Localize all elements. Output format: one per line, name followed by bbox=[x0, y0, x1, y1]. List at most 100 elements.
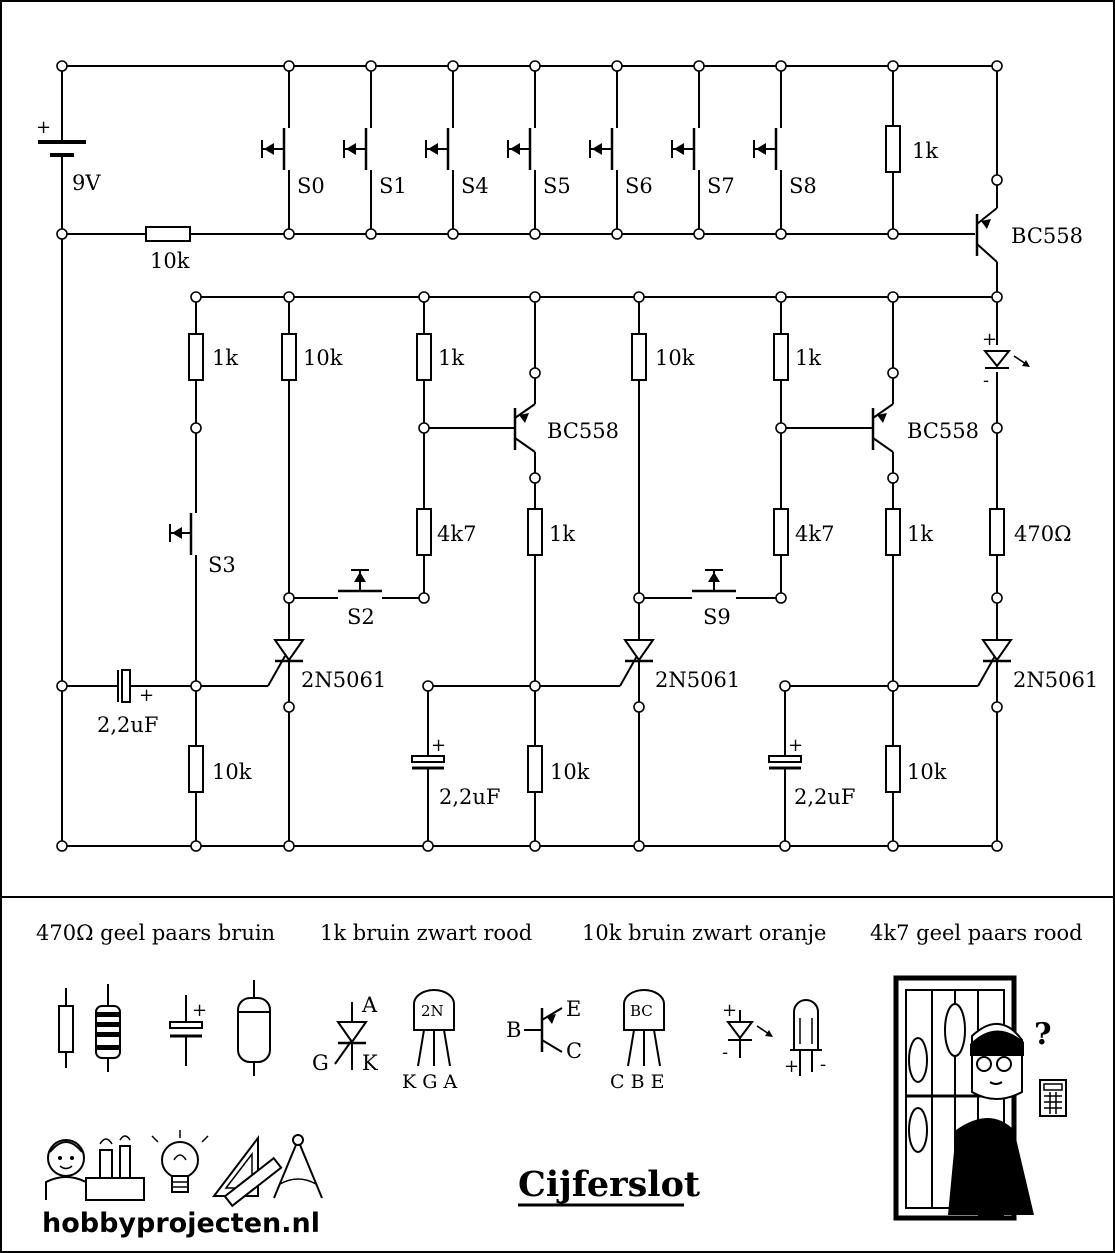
label-r10k-c: 10k bbox=[212, 760, 252, 784]
resistor-4k7-a bbox=[416, 508, 432, 556]
label-r10k-e: 10k bbox=[907, 760, 947, 784]
label-s1: S1 bbox=[379, 174, 407, 198]
label-q-main: BC558 bbox=[1011, 224, 1083, 248]
resistor-color-legend: 470Ω geel paars bruin 1k bruin zwart roo… bbox=[36, 921, 1083, 945]
bjt-pin-e: E bbox=[566, 997, 581, 1021]
label-r1k-c: 1k bbox=[795, 346, 821, 370]
cap-h-plus: + bbox=[139, 685, 154, 706]
label-s2: S2 bbox=[347, 605, 375, 629]
resistor-10k-e bbox=[885, 745, 901, 793]
transistor-bc558-main bbox=[975, 207, 998, 263]
label-scr-b: 2N5061 bbox=[655, 668, 740, 692]
label-r-10k-series: 10k bbox=[150, 249, 190, 273]
label-r10k-d: 10k bbox=[550, 760, 590, 784]
legend-10k: 10k bruin zwart oranje bbox=[582, 921, 826, 945]
label-cap-c: 2,2uF bbox=[794, 785, 856, 809]
pushbutton-s4 bbox=[425, 128, 450, 170]
capacitor-part-icon bbox=[169, 980, 271, 1076]
transistor-bc558-a bbox=[513, 403, 536, 453]
label-r10k-a: 10k bbox=[303, 346, 343, 370]
cap-va-plus: + bbox=[431, 735, 446, 756]
junction-nodes bbox=[56, 60, 1003, 852]
bjt-pin-b: B bbox=[506, 1018, 521, 1042]
label-s4: S4 bbox=[461, 174, 489, 198]
legend-4k7: 4k7 geel paars rood bbox=[870, 921, 1083, 945]
legend-470: 470Ω geel paars bruin bbox=[36, 921, 275, 945]
label-s8: S8 bbox=[789, 174, 817, 198]
led-plus: + bbox=[982, 329, 997, 350]
scr-package-label: 2N bbox=[421, 1002, 444, 1020]
label-cap-b: 2,2uF bbox=[439, 785, 501, 809]
transistor-bc558-b bbox=[871, 403, 894, 453]
pushbutton-s5 bbox=[507, 128, 532, 170]
question-mark: ? bbox=[1034, 1017, 1052, 1052]
battery-plus: + bbox=[36, 117, 51, 138]
label-s3: S3 bbox=[208, 553, 236, 577]
bjt-legs-label: C B E bbox=[610, 1071, 664, 1093]
bjt-package-icon bbox=[623, 989, 665, 1067]
label-r1k-a: 1k bbox=[212, 346, 238, 370]
pushbutton-s9 bbox=[692, 569, 736, 593]
label-q-a: BC558 bbox=[547, 419, 619, 443]
scr-package-icon bbox=[413, 989, 455, 1067]
label-r10k-b: 10k bbox=[655, 346, 695, 370]
led-package-icon bbox=[790, 999, 822, 1076]
led-minus: - bbox=[983, 370, 989, 391]
label-r4k7-b: 4k7 bbox=[795, 522, 834, 546]
bjt-package-label: BC bbox=[630, 1002, 653, 1020]
circuit-diagram: + 9V bbox=[36, 60, 1098, 852]
resistor-4k7-b bbox=[773, 508, 789, 556]
label-r1k-d: 1k bbox=[549, 522, 575, 546]
brand-text: hobbyprojecten.nl bbox=[42, 1208, 320, 1239]
led-package-plus: + bbox=[784, 1056, 799, 1077]
label-s0: S0 bbox=[297, 174, 325, 198]
led-part-plus: + bbox=[722, 1000, 737, 1021]
label-q-b: BC558 bbox=[907, 419, 979, 443]
pushbutton-s6 bbox=[589, 128, 614, 170]
scr-part-icon bbox=[334, 1002, 368, 1070]
label-r1k-e: 1k bbox=[907, 522, 933, 546]
led-indicator bbox=[982, 350, 1030, 369]
label-s5: S5 bbox=[543, 174, 571, 198]
label-scr-a: 2N5061 bbox=[301, 668, 386, 692]
label-r-top-1k: 1k bbox=[912, 139, 938, 163]
battery-symbol bbox=[38, 140, 86, 157]
pushbutton-s0 bbox=[261, 128, 286, 170]
scr-legs-label: K G A bbox=[402, 1071, 457, 1093]
thyristor-2n5061-c bbox=[981, 639, 1013, 663]
resistor-1k-a bbox=[188, 333, 204, 381]
pushbutton-s2 bbox=[338, 569, 382, 593]
resistor-part-icon bbox=[58, 984, 121, 1072]
cap-vb-plus: + bbox=[788, 735, 803, 756]
cap-part-plus: + bbox=[192, 1000, 207, 1021]
resistor-1k-b bbox=[416, 333, 432, 381]
resistor-10k-b bbox=[631, 333, 647, 381]
bjt-pin-c: C bbox=[566, 1039, 582, 1063]
capacitor-horizontal bbox=[117, 669, 131, 703]
resistor-1k-d bbox=[527, 508, 543, 556]
label-cap-a: 2,2uF bbox=[97, 713, 159, 737]
battery-label: 9V bbox=[72, 171, 101, 195]
resistor-470 bbox=[989, 508, 1005, 556]
label-s9: S9 bbox=[703, 605, 731, 629]
resistor-1k-c bbox=[773, 333, 789, 381]
wires bbox=[61, 65, 998, 847]
resistor-10k-d bbox=[527, 745, 543, 793]
bjt-part-icon bbox=[524, 1007, 563, 1053]
resistor-10k-a bbox=[281, 333, 297, 381]
led-part-minus: - bbox=[722, 1042, 728, 1063]
scr-pin-k: K bbox=[362, 1051, 378, 1075]
label-r4k7-a: 4k7 bbox=[437, 522, 476, 546]
label-scr-c: 2N5061 bbox=[1013, 668, 1098, 692]
label-s7: S7 bbox=[707, 174, 735, 198]
label-r1k-b: 1k bbox=[438, 346, 464, 370]
resistor-top-1k bbox=[885, 125, 901, 173]
led-part-icon bbox=[726, 1010, 773, 1058]
led-package-minus: - bbox=[820, 1054, 826, 1075]
capacitor-vertical-a bbox=[411, 755, 445, 770]
page-title: Cijferslot bbox=[518, 1164, 700, 1205]
pushbutton-s8 bbox=[753, 128, 778, 170]
